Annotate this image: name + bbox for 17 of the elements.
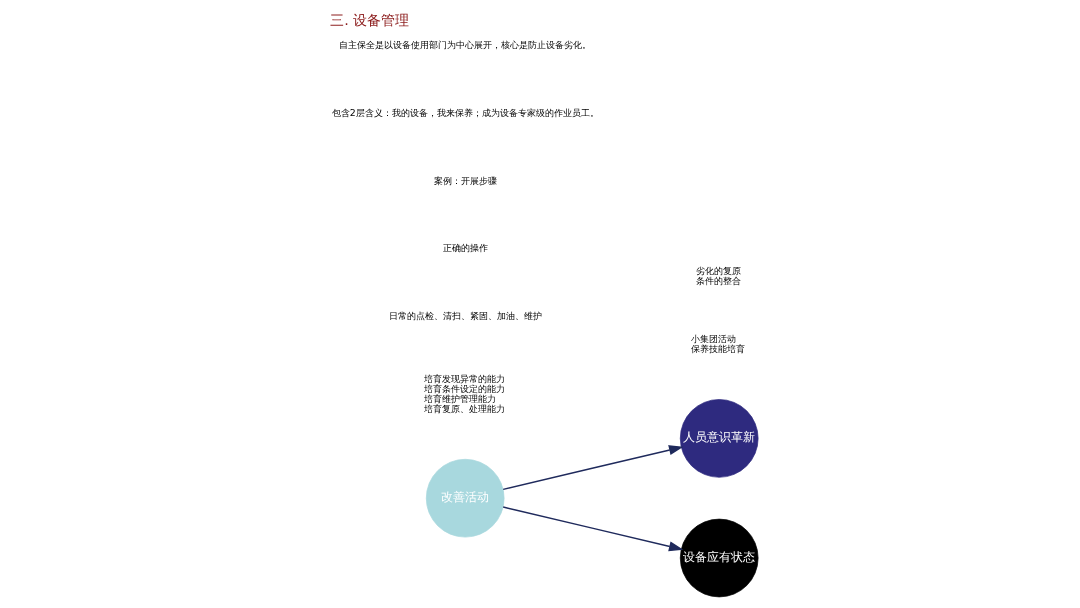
label: 案例：开展步骤 <box>433 174 497 186</box>
node-label: 条件的整合 <box>695 275 741 287</box>
node-label: 劣化的复原 <box>695 265 741 277</box>
label: 正确的操作 <box>442 242 488 254</box>
node-circle: 人员意识革新 <box>679 399 758 478</box>
node-label: 培育发现异常的能力 <box>423 372 505 384</box>
node-label: 培育复原、处理能力 <box>423 403 505 415</box>
diagram-title: 三. 设备管理 <box>329 12 409 29</box>
node-circle: 改善活动 <box>425 458 504 538</box>
node-label: 保养技能培育 <box>690 343 745 355</box>
label: 日常的点检、清扫、紧固、加油、维护 <box>388 310 542 322</box>
arrow <box>501 506 683 552</box>
node-label: 培育维护管理能力 <box>423 392 496 404</box>
label: 包含2层含义：我的设备，我来保养；成为设备专家级的作业员工。 <box>331 106 599 118</box>
arrow <box>501 445 683 491</box>
node-circle: 设备应有状态 <box>679 518 758 598</box>
label: 自主保全是以设备使用部门为中心展开，核心是防止设备劣化。 <box>338 39 591 51</box>
